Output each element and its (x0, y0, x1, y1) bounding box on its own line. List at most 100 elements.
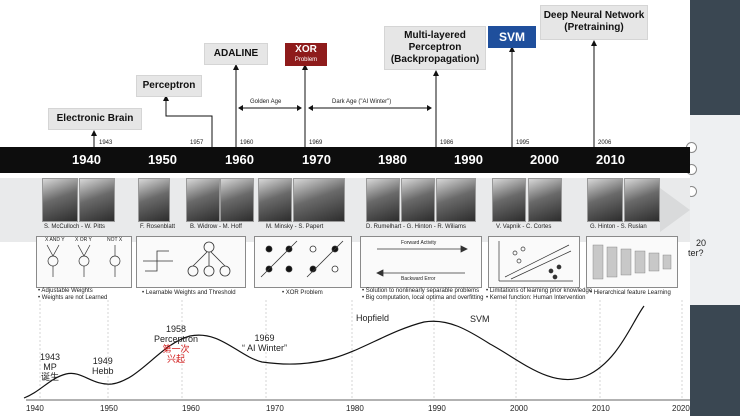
diagram-label: NOT X (107, 237, 123, 243)
milestone-year-1969: 1969 (309, 140, 323, 146)
milestone-year-1986: 1986 (440, 140, 454, 146)
curve-label-hopfield: Hopfield (356, 313, 390, 323)
decade-label: 2000 (530, 152, 559, 167)
decade-label: 1940 (72, 152, 101, 167)
portrait-photo (587, 178, 623, 222)
side-panel (690, 115, 740, 305)
portrait-photo (293, 178, 345, 222)
curve-name: Hebb (92, 366, 114, 376)
curve-name: “ AI Winter” (242, 343, 288, 353)
milestone-xor-title: XOR (295, 44, 317, 55)
milestone-svm: SVM (488, 26, 536, 48)
curve-name: MP (43, 362, 57, 372)
decade-label: 1980 (378, 152, 407, 167)
portrait-photo (258, 178, 292, 222)
portrait-photo (401, 178, 435, 222)
axis-tick-label: 1990 (428, 404, 446, 413)
diagram-deep-learning (586, 236, 678, 288)
curve-first-rise: 兴起 (167, 354, 186, 364)
diagram-backprop: Forward Activity Backward Error (360, 236, 482, 288)
curve-label-perceptron: 1958 Perceptron 第一次 兴起 (154, 324, 198, 364)
axis-tick-label: 2020 (672, 404, 690, 413)
people-band (0, 178, 690, 242)
diagram-label: Forward Activity (401, 240, 437, 246)
people-names: F. Rosenblatt (140, 224, 176, 230)
xor-diagram (260, 240, 344, 278)
milestone-multilayer: Multi-layered Perceptron (Backpropagatio… (384, 26, 486, 70)
axis-tick-label: 1960 (182, 404, 200, 413)
decade-label: 1970 (302, 152, 331, 167)
curve-year: 1943 (40, 352, 61, 362)
decade-label: 2010 (596, 152, 625, 167)
milestone-multilayer-l1: Multi-layered (404, 30, 466, 41)
curve-birth: 诞生 (41, 372, 60, 382)
people-names: G. Hinton - S. Ruslan (590, 224, 647, 230)
timeline-band (0, 147, 690, 173)
axis-tick-label: 1950 (100, 404, 118, 413)
feature-bullet: • XOR Problem (282, 290, 323, 296)
milestone-dnn-l2: (Pretraining) (564, 22, 624, 33)
feature-bullet: • Weights are not Learned (38, 295, 108, 301)
milestone-electronic-brain: Electronic Brain (48, 108, 142, 130)
milestone-perceptron: Perceptron (136, 75, 202, 97)
curve-label-mp: 1943 MP 诞生 (40, 352, 60, 382)
people-names: D. Rumelhart - G. Hinton - R. Wiliams (366, 224, 467, 230)
decade-label: 1990 (454, 152, 483, 167)
milestone-multilayer-l2: Perceptron (408, 42, 462, 53)
people-names: M. Minsky - S. Papert (266, 224, 324, 230)
milestone-xor-sub: Problem (294, 57, 318, 63)
axis-tick-label: 1970 (266, 404, 284, 413)
axis-tick-label: 2010 (592, 404, 610, 413)
curve-year: 1949 (92, 356, 113, 366)
curve-line (23, 305, 645, 399)
curve-year: 1958 (166, 324, 187, 334)
period-golden-age: Golden Age (250, 99, 282, 105)
curve-name: Perceptron (154, 334, 199, 344)
diagram-label: Backward Error (401, 276, 436, 282)
portrait-photo (79, 178, 115, 222)
milestone-year-1995: 1995 (516, 140, 530, 146)
diagram-svm (488, 236, 580, 288)
milestone-adaline: ADALINE (204, 43, 268, 65)
portrait-photo (366, 178, 400, 222)
feature-bullet: • Hierarchical feature Learning (590, 290, 671, 296)
milestone-connectors (91, 40, 597, 147)
curve-label-svm: SVM (470, 314, 490, 324)
milestone-year-2006: 2006 (598, 140, 612, 146)
axis-tick-label: 2000 (510, 404, 528, 413)
perceptron-diagram (143, 241, 231, 277)
feature-bullet: • Adjustable Weights (38, 288, 93, 294)
portrait-photo (138, 178, 170, 222)
axis-tick-label: 1940 (26, 404, 44, 413)
portrait-photo (528, 178, 562, 222)
decade-label: 1950 (148, 152, 177, 167)
milestone-xor: XOR Problem (285, 43, 327, 66)
portrait-photo (220, 178, 254, 222)
axis-tick-label: 1980 (346, 404, 364, 413)
people-names: V. Vapnik - C. Cortes (496, 224, 552, 230)
curve-label-ai-winter: 1969 “ AI Winter” (242, 333, 287, 353)
milestone-year-1943: 1943 (99, 140, 113, 146)
diagram-xor (254, 236, 352, 288)
diagram-mp-neurons: X AND Y X OR Y NOT X (36, 236, 132, 288)
band-arrow-head (660, 188, 690, 232)
diagram-label: X AND Y (45, 237, 65, 243)
milestone-dnn-l1: Deep Neural Network (543, 10, 645, 21)
side-text-b: ter? (688, 248, 704, 258)
milestone-multilayer-l3: (Backpropagation) (390, 54, 480, 65)
side-text-a: 20 (696, 238, 707, 248)
curve-label-hebb: 1949 Hebb (92, 356, 114, 376)
feature-bullet: • Learnable Weights and Threshold (142, 290, 236, 296)
curve-first-rise: 第一次 (162, 344, 190, 354)
feature-bullet: • Kernel function: Human Intervention (486, 295, 586, 301)
diagram-label: X OR Y (75, 237, 92, 243)
people-names: S. McCulloch - W. Pitts (44, 224, 106, 230)
milestone-year-1960: 1960 (240, 140, 254, 146)
milestone-year-1957: 1957 (190, 140, 204, 146)
diagram-perceptron (136, 236, 246, 288)
milestone-dnn: Deep Neural Network (Pretraining) (540, 5, 648, 40)
backprop-diagram (376, 245, 468, 277)
portrait-photo (186, 178, 220, 222)
curve-year: 1969 (254, 333, 275, 343)
portrait-photo (436, 178, 476, 222)
